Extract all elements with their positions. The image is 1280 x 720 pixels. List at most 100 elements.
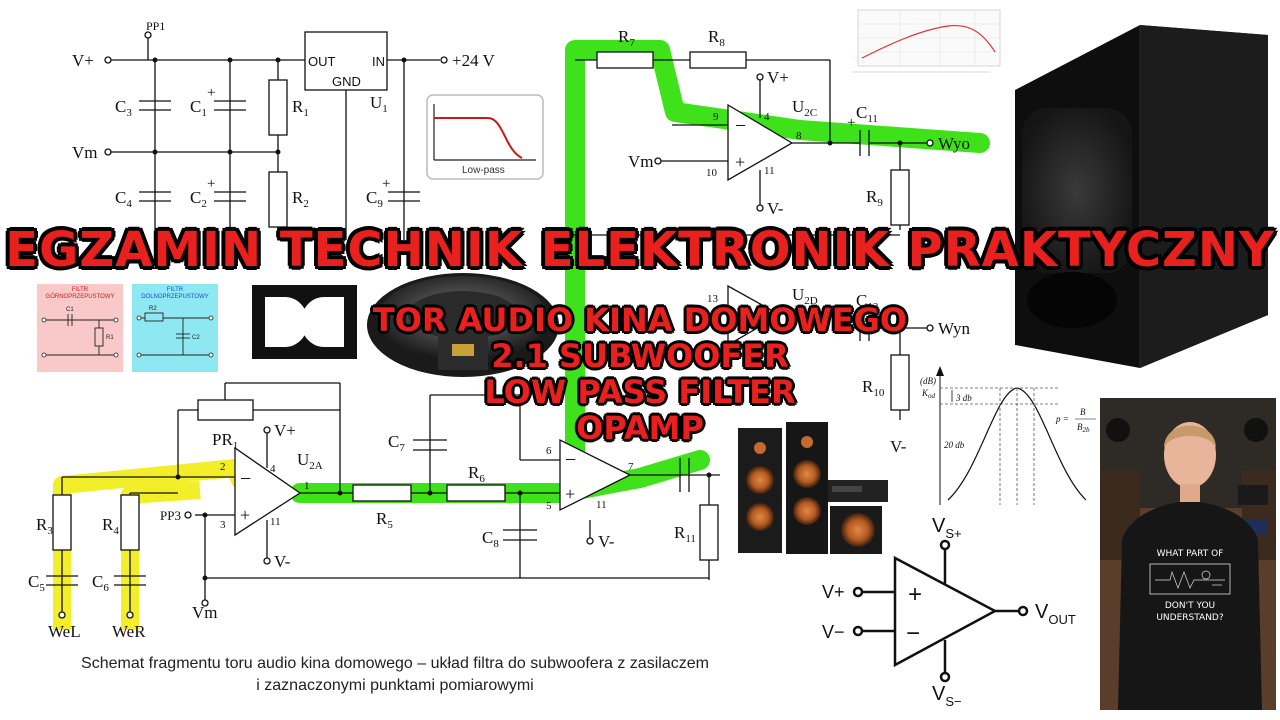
page-title: EGZAMIN TECHNIK ELEKTRONIK PRAKTYCZNY xyxy=(5,222,1275,278)
dolby-logo xyxy=(252,285,357,359)
inset-r1-label: R1 xyxy=(106,335,114,341)
res-r2-label: R2 xyxy=(292,188,309,210)
lowpass-response-inset: Low-pass xyxy=(426,94,544,180)
polarity-mark: − xyxy=(565,449,576,471)
u2c-vplus-label: V+ xyxy=(767,68,789,87)
cap-c7-label: C7 xyxy=(388,432,405,454)
subtitle-line-4: OPAMP xyxy=(576,409,704,447)
presenter-photo: WHAT PART OF DON'T YOU UNDERSTAND? xyxy=(1100,398,1276,710)
pin-label: 8 xyxy=(796,130,802,142)
opamp-symbol: + − V+ V− VS+ VS− VOUT xyxy=(822,515,1076,709)
graph-20db-label: 20 db xyxy=(944,440,965,450)
lower-dots xyxy=(175,472,712,581)
opamp-vminus-label: V− xyxy=(822,622,845,642)
output-wyo-label: Wyo xyxy=(938,134,970,153)
shirt-text-line-2: DON'T YOU xyxy=(1165,601,1215,611)
subtitle-line-3: LOW PASS FILTER xyxy=(484,373,796,411)
caption-line-2: i zaznaczonymi punktami pomiarowymi xyxy=(256,677,534,694)
opamp-u2d-label: U2D xyxy=(792,285,818,307)
res-r5-label: R5 xyxy=(376,509,393,531)
cap-c1-label: C1 xyxy=(190,97,207,119)
res-r11-label: R11 xyxy=(674,523,696,545)
opamp-vs-plus-label: VS+ xyxy=(932,515,962,541)
u2c-vm-label: Vm xyxy=(628,152,654,171)
subtitle-block: TOR AUDIO KINA DOMOWEGO 2.1 SUBWOOFER LO… xyxy=(330,302,950,446)
regulator-name-label: U1 xyxy=(370,93,388,115)
output-stage-upper xyxy=(560,51,930,420)
opamp-plus-sign: + xyxy=(908,581,922,608)
polarity-mark: + xyxy=(207,85,215,101)
polarity-mark: + xyxy=(735,152,745,172)
res-r7-label: R7 xyxy=(618,27,635,49)
shirt-text-line-1: WHAT PART OF xyxy=(1157,549,1224,559)
shirt-text-line-3: UNDERSTAND? xyxy=(1156,613,1224,623)
regulator-gnd-label: GND xyxy=(332,74,361,89)
inset-c1-label: C1 xyxy=(66,307,74,313)
cap-c8-label: C8 xyxy=(482,528,499,550)
pin-label: 13 xyxy=(707,293,719,305)
bandpass-response-graph: (dB) Kod 3 db 20 db p = B B2b xyxy=(920,366,1096,505)
pin-label: 10 xyxy=(706,167,718,179)
u2c-vminus-label: V- xyxy=(767,199,784,218)
upper-terminals xyxy=(654,73,934,332)
pin-label: 11 xyxy=(764,165,775,177)
output-wyn-label: Wyn xyxy=(938,319,971,338)
polarity-mark: + xyxy=(207,176,215,192)
stage2-vminus-label: V- xyxy=(598,532,615,551)
highpass-filter-label-2: GÓRNOPRZEPUSTOWY xyxy=(46,293,115,300)
pin-label: 7 xyxy=(628,461,634,473)
regulator-out-label: OUT xyxy=(308,54,336,69)
cap-c11-label: C11 xyxy=(856,103,878,125)
caption-line-1: Schemat fragmentu toru audio kina domowe… xyxy=(81,655,709,672)
formula-numerator: B xyxy=(1080,407,1086,417)
cap-c5-label: C5 xyxy=(28,572,45,594)
figure-caption: Schemat fragmentu toru audio kina domowe… xyxy=(0,653,790,697)
home-theater-speakers-photo xyxy=(738,422,888,554)
power-terminals xyxy=(104,31,448,156)
pin-label: 4 xyxy=(764,111,770,123)
input-stage-lower xyxy=(46,382,720,612)
formula-denominator: B2b xyxy=(1077,422,1090,434)
lower-terminals xyxy=(58,426,594,619)
cap-c2-label: C2 xyxy=(190,188,207,210)
polarity-mark: + xyxy=(240,505,250,525)
opamp-vout-label: VOUT xyxy=(1035,601,1076,627)
regulator-in-label: IN xyxy=(372,54,385,69)
res-r10-label: R10 xyxy=(862,377,885,399)
node-pp1-label: PP1 xyxy=(146,19,165,33)
opamp-minus-sign: − xyxy=(906,620,920,647)
pin-label: 11 xyxy=(596,499,607,511)
res-r8-label: R8 xyxy=(708,27,725,49)
pin-label: 11 xyxy=(270,516,281,528)
cap-c4-label: C4 xyxy=(115,188,132,210)
node-24v-label: +24 V xyxy=(452,51,496,70)
r10-vminus-label: V- xyxy=(890,437,907,456)
pin-label: 9 xyxy=(713,111,719,123)
polarity-mark: − xyxy=(240,468,251,490)
pin-label: 2 xyxy=(220,461,226,473)
opamp-u2a-label: U2A xyxy=(297,450,323,472)
power-supply-dots xyxy=(152,57,407,155)
node-pp3-label: PP3 xyxy=(160,508,181,523)
opamp-vs-minus-label: VS− xyxy=(932,683,962,709)
graph-y-axis-label: Kod xyxy=(921,388,936,400)
cap-c3-label: C3 xyxy=(115,97,132,119)
inset-r2-label: R2 xyxy=(149,306,157,312)
potentiometer-pr1-label: PR1 xyxy=(212,430,238,452)
opamp-u2c-label: U2C xyxy=(792,97,817,119)
graph-3db-label: 3 db xyxy=(955,393,972,403)
subtitle-line-2: 2.1 SUBWOOFER xyxy=(491,337,789,375)
res-r9-label: R9 xyxy=(866,187,883,209)
node-vm-label: Vm xyxy=(72,143,98,162)
subwoofer-photo xyxy=(1015,25,1268,368)
lowpass-inset-label: Low-pass xyxy=(462,165,505,176)
inset-c2-label: C2 xyxy=(192,335,200,341)
input-wel-label: WeL xyxy=(48,622,81,641)
cap-c12-label: C12 xyxy=(856,291,878,313)
opamp-vplus-label: V+ xyxy=(822,582,845,602)
polarity-mark: − xyxy=(735,115,746,137)
frequency-response-thumbnail xyxy=(852,9,1001,73)
node-vplus-label: V+ xyxy=(72,51,94,70)
polarity-mark: + xyxy=(565,484,575,504)
pin-label: 5 xyxy=(546,500,552,512)
